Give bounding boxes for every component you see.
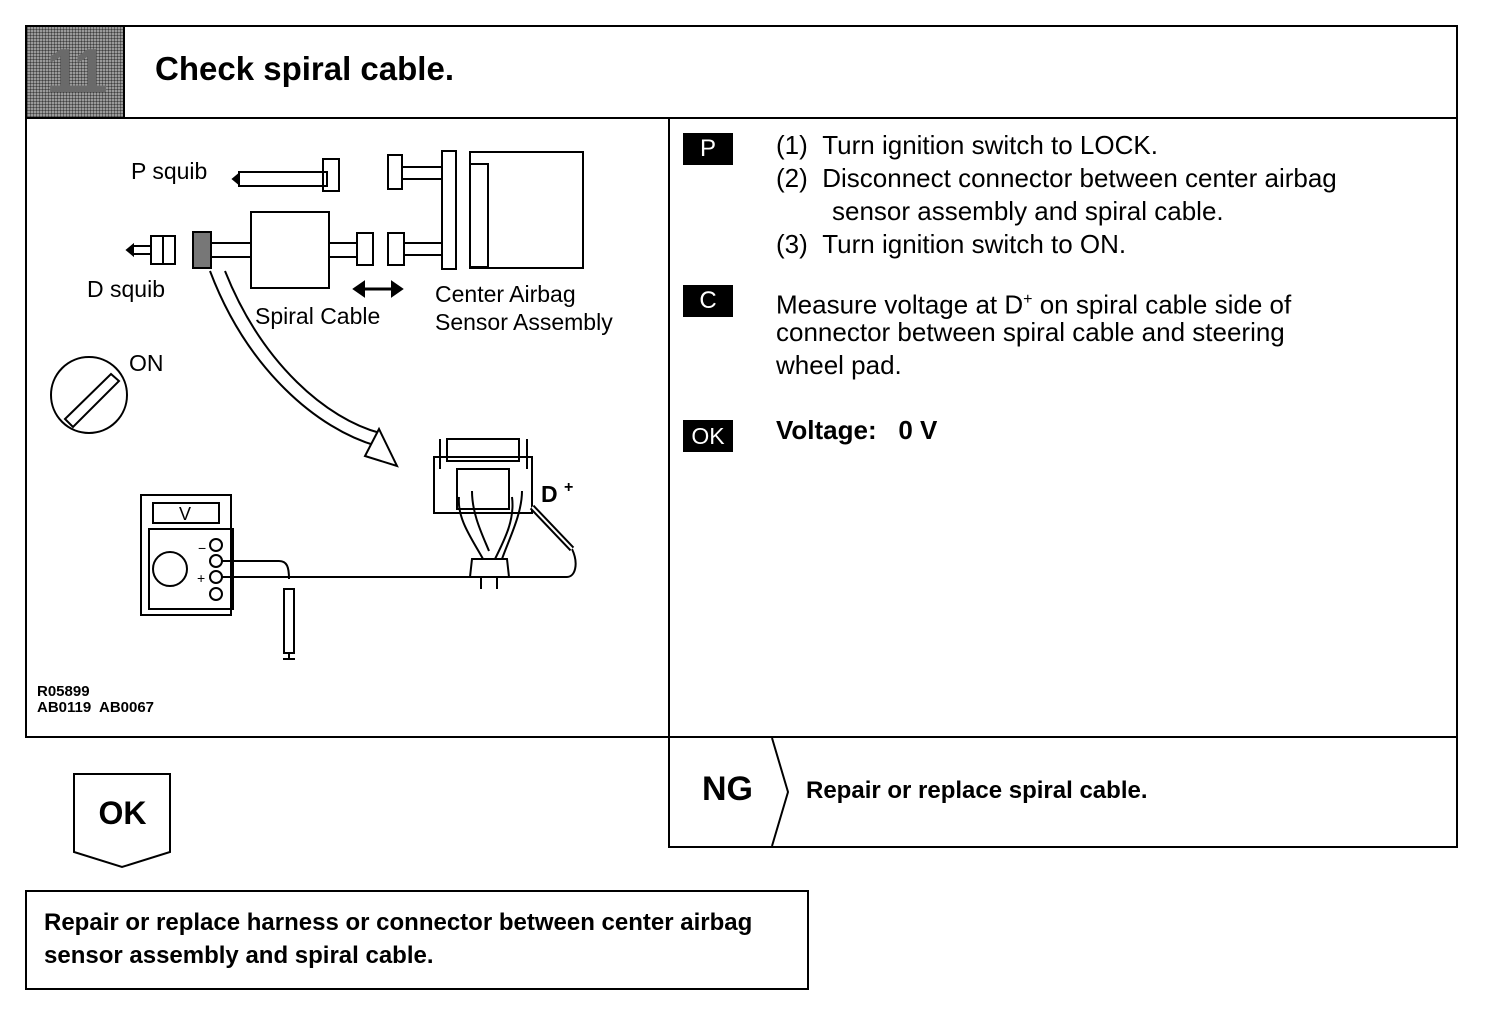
ng-label: NG [702,770,753,808]
sensor-edge [441,150,457,270]
ok-spec: Voltage: 0 V [776,415,938,445]
meter-plus-label: + [197,570,205,586]
spiral-cable-box [250,211,330,289]
spiral-cable-label: Spiral Cable [255,303,380,329]
p-squib-label: P squib [131,158,207,184]
ground-probe [283,588,295,654]
ignition-switch [50,356,128,434]
step-number-block [27,27,125,117]
figure-code: R05899 AB0119 AB0067 [37,683,155,716]
multimeter [140,494,232,616]
prep-item-2: (2) Disconnect connector between center … [776,163,1337,193]
meter-mode-label: V [179,504,191,524]
wiring-diagram: P squib D squib Spiral Cable Center Airb… [50,150,613,660]
step-number: 11 [46,37,108,106]
header-row [25,25,1458,119]
ng-chevron [771,738,790,846]
sensor-d-plug [387,232,405,266]
p-sensor-plug [387,154,403,190]
check-line-1: Measure voltage at D+ on spiral cable si… [776,289,1292,320]
hatched-connector [192,231,212,269]
ok-action-text: Repair or replace harness or connector b… [44,909,753,969]
center-airbag-label-1: Center Airbag [435,281,576,307]
center-airbag-label-2: Sensor Assembly [435,309,613,335]
page-title: Check spiral cable. [155,50,454,87]
check-tag: C [683,285,733,317]
spiral-cable-plug [356,232,374,266]
ok-arrow-shape [73,773,171,869]
ok-label: OK [98,795,147,831]
ok-result-box [25,890,809,990]
column-divider [668,117,670,738]
check-line-3: wheel pad. [776,350,902,380]
d-plus-sign: + [564,479,573,496]
prep-item-2-cont: sensor assembly and spiral cable. [832,196,1224,226]
meter-minus-label: − [198,540,206,556]
prep-item-3: (3) Turn ignition switch to ON. [776,229,1127,259]
steering-pad-connector [433,456,533,514]
d-squib-plug [150,235,164,265]
center-airbag-sensor-box [469,151,584,269]
p-squib-wire [238,171,328,187]
ok-tag: OK [683,420,733,452]
ng-action-text: Repair or replace spiral cable. [806,777,1148,804]
d-plus-label: D [541,481,558,507]
d-squib-label: D squib [87,276,165,302]
prep-item-1: (1) Turn ignition switch to LOCK. [776,130,1158,160]
p-squib-plug [322,158,340,192]
check-line-2: connector between spiral cable and steer… [776,317,1285,347]
ignition-on-label: ON [129,350,164,376]
ng-result-box [668,736,1458,848]
prep-tag: P [683,133,733,165]
